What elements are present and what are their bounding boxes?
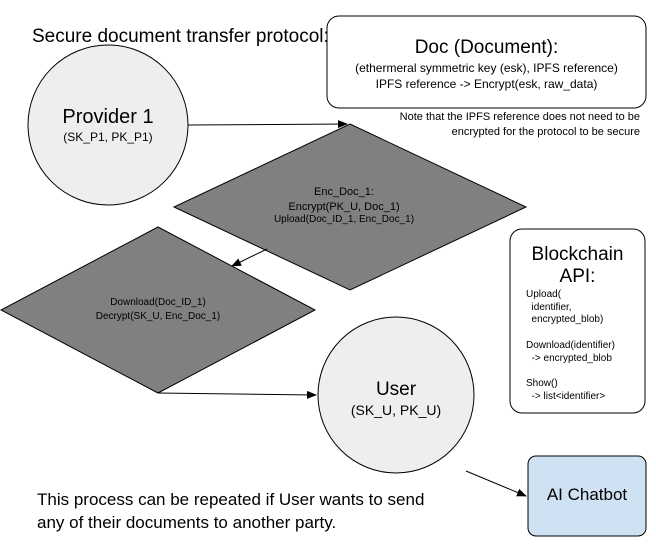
doc-box-line2: IPFS reference -> Encrypt(esk, raw_data)	[375, 77, 598, 91]
blockchain-api-line: Show()	[526, 377, 558, 389]
arrow-download-to-user	[157, 390, 317, 399]
user-keys: (SK_U, PK_U)	[350, 402, 442, 418]
arrow-user-to-chatbot	[465, 470, 527, 497]
provider-name: Provider 1	[62, 106, 154, 128]
upload-diamond-line3: Upload(Doc_ID_1, Enc_Doc_1)	[273, 214, 415, 225]
ai-chatbot-label: AI Chatbot	[546, 485, 628, 504]
blockchain-api-line: identifier,	[526, 301, 572, 313]
diagram-title: Secure document transfer protocol:	[32, 26, 329, 47]
blockchain-api-line: -> encrypted_blob	[526, 352, 612, 364]
doc-box-line1: (ethermeral symmetric key (esk), IPFS re…	[355, 61, 618, 75]
doc-box-heading: Doc (Document):	[414, 37, 559, 58]
blockchain-api-line: Download(identifier)	[526, 339, 615, 351]
blockchain-api-methods: Upload( identifier, encrypted_blob) Down…	[526, 289, 615, 403]
blockchain-api-heading1: Blockchain	[531, 244, 624, 265]
download-diamond-line1: Download(Doc_ID_1)	[110, 297, 206, 308]
blockchain-api-line	[526, 365, 615, 378]
footer-line1: This process can be repeated if User wan…	[37, 490, 425, 509]
blockchain-api-line: Upload(	[526, 289, 562, 300]
provider-keys: (SK_P1, PK_P1)	[63, 130, 153, 144]
blockchain-api-line: -> list<identifier>	[526, 390, 606, 402]
note-line2: encrypted for the protocol to be secure	[451, 126, 640, 138]
blockchain-api-line: encrypted_blob)	[526, 314, 604, 326]
blockchain-api-box	[509, 228, 646, 414]
upload-diamond	[172, 123, 528, 291]
doc-box	[326, 15, 647, 109]
ai-chatbot-box	[527, 455, 647, 537]
arrow-provider-to-upload	[187, 120, 348, 129]
download-diamond	[0, 226, 317, 394]
note-line1: Note that the IPFS reference does not ne…	[399, 111, 640, 123]
user-node	[317, 316, 475, 474]
upload-diamond-line2: Encrypt(PK_U, Doc_1)	[288, 201, 400, 213]
download-diamond-line2: Decrypt(SK_U, Enc_Doc_1)	[95, 311, 221, 322]
blockchain-api-heading2: API:	[559, 266, 596, 287]
blockchain-api-line	[526, 327, 615, 340]
user-name: User	[375, 379, 417, 400]
footer-line2: any of their documents to another party.	[37, 513, 337, 532]
upload-diamond-line1: Enc_Doc_1:	[314, 186, 374, 198]
arrow-upload-to-download	[231, 248, 268, 267]
